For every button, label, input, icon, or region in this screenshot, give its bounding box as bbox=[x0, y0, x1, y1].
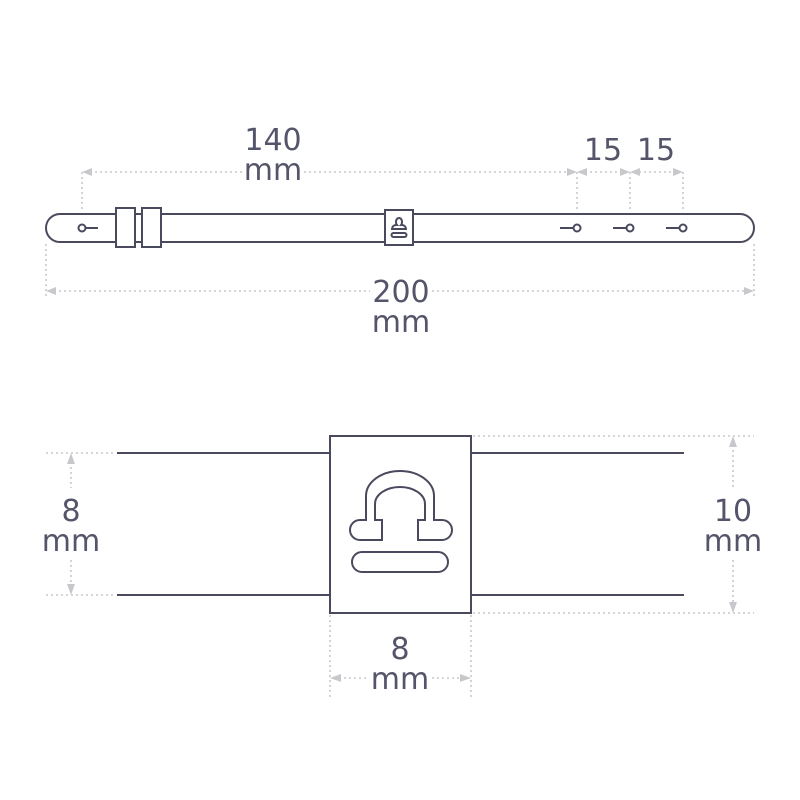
dim-15a-value: 15 bbox=[584, 133, 622, 168]
dim-140-value: 140 bbox=[244, 123, 301, 158]
dimension-140mm: 140 mm bbox=[81, 123, 578, 212]
dimension-8mm-width: 8 mm bbox=[329, 615, 472, 700]
dim-right-value: 10 bbox=[714, 494, 752, 529]
bracelet-strap bbox=[45, 207, 755, 248]
dim-200-value: 200 bbox=[372, 275, 429, 310]
dim-bottom-value: 8 bbox=[390, 632, 409, 667]
dim-140-unit: mm bbox=[244, 153, 302, 188]
strap-keeper-loop bbox=[141, 207, 162, 248]
dim-right-unit: mm bbox=[704, 524, 762, 559]
dimension-hole-spacing: 15 15 bbox=[577, 133, 684, 212]
strap-keeper-loop bbox=[115, 207, 136, 248]
charm-bar bbox=[351, 551, 449, 573]
dimension-10mm-height: 10 mm bbox=[473, 435, 762, 614]
strap-hole bbox=[560, 223, 582, 233]
charm-large bbox=[329, 435, 472, 614]
dim-15b-value: 15 bbox=[637, 133, 675, 168]
dim-left-value: 8 bbox=[61, 494, 80, 529]
dimension-8mm-height: 8 mm bbox=[42, 452, 115, 596]
libra-symbol-icon bbox=[349, 470, 453, 541]
strap-hole bbox=[613, 223, 635, 233]
top-view: 140 mm 15 15 bbox=[45, 123, 755, 340]
charm-small bbox=[384, 209, 414, 246]
strap-hole bbox=[77, 223, 98, 233]
detail-view: 8 mm 10 mm 8 mm bbox=[42, 435, 762, 700]
dim-200-unit: mm bbox=[372, 305, 430, 340]
dim-bottom-unit: mm bbox=[371, 662, 429, 697]
dim-left-unit: mm bbox=[42, 524, 100, 559]
dimension-200mm: 200 mm bbox=[45, 244, 755, 340]
strap-hole bbox=[666, 223, 688, 233]
